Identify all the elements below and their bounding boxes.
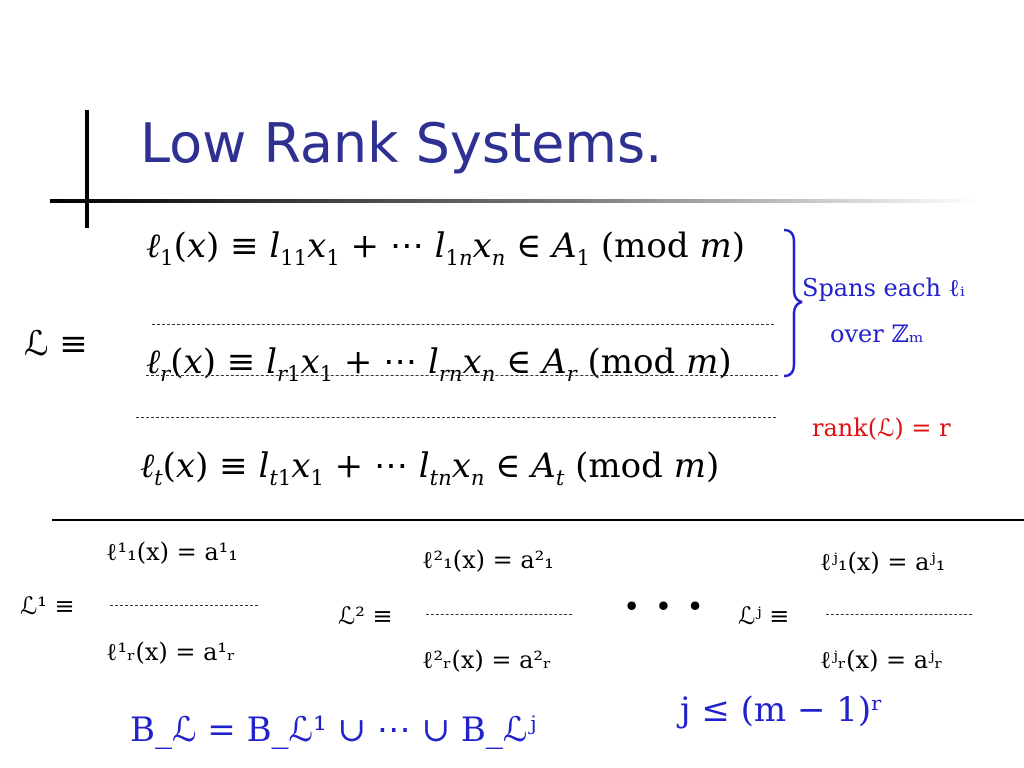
j-bound: j ≤ (m − 1)ʳ [680,690,883,730]
title-frame [50,110,980,228]
rank-note: rank(ℒ) = r [812,414,951,442]
subsystem-j-bottom: ℓʲᵣ(x) = aʲᵣ [820,646,943,674]
subsystem-j-top: ℓʲ₁(x) = aʲ₁ [820,548,946,576]
dashed-separator-1 [152,324,774,325]
subsystem-1-bottom: ℓ¹ᵣ(x) = a¹ᵣ [106,638,236,666]
ellipsis: • • • [624,592,707,621]
frame-horizontal-rule [50,199,980,203]
equation-first: ℓ1(x) ≡ l11x1 + ⋯ l1nxn ∈ A1 (mod m) [146,226,745,270]
subsystem-1-separator [110,605,258,606]
subsystem-1-top: ℓ¹₁(x) = a¹₁ [106,538,238,566]
slide-title: Low Rank Systems. [140,112,663,175]
subsystem-1-label: ℒ¹ ≡ [20,592,75,620]
equation-t: ℓt(x) ≡ lt1x1 + ⋯ ltnxn ∈ At (mod m) [140,446,720,490]
dashed-separator-3 [136,417,776,418]
brace-note-line1: Spans each ℓᵢ [802,274,965,302]
frame-vertical-bar [85,110,89,228]
subsystem-j-separator [826,614,972,615]
subsystem-2-top: ℓ²₁(x) = a²₁ [422,546,554,574]
brace-note-line2: over ℤₘ [830,320,924,348]
system-label: ℒ ≡ [24,324,88,364]
subsystem-2-bottom: ℓ²ᵣ(x) = a²ᵣ [422,646,552,674]
section-divider [52,519,1024,521]
subsystem-2-label: ℒ² ≡ [338,602,393,630]
union-formula: B_ℒ = B_ℒ¹ ∪ ⋯ ∪ B_ℒʲ [130,710,537,750]
blue-brace [783,228,803,378]
subsystem-2-separator [426,614,572,615]
subsystem-j-label: ℒʲ ≡ [738,602,790,630]
equation-r: ℓr(x) ≡ lr1x1 + ⋯ lrnxn ∈ Ar (mod m) [146,342,732,386]
dashed-separator-2 [146,375,778,376]
